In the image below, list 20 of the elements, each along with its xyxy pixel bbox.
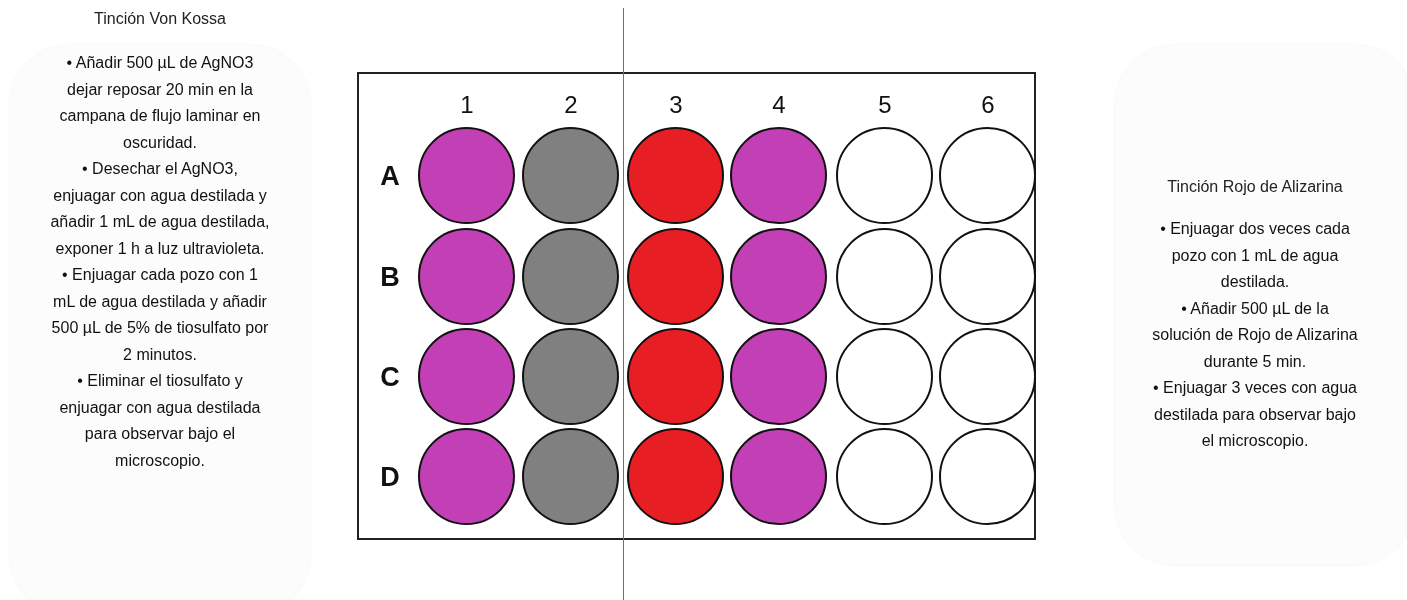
panel-title: Tinción Von Kossa [94,10,226,28]
step-text: • Añadir 500 µL de la solución de Rojo de Alizarina durante 5 min. [1152,298,1358,372]
step-text: • Eliminar el tiosulfato y enjuagar con agua destilada para observar bajo el microscopio. [58,371,262,471]
column-label: 1 [459,92,475,118]
column-label: 6 [980,92,996,118]
row-label: C [379,362,401,392]
well-plate [357,72,1036,540]
column-label: 5 [877,92,893,118]
row-label: B [379,262,401,292]
column-label: 2 [563,92,579,118]
step-text: • Añadir 500 µL de AgNO3 dejar reposar 20 min en la campana de flujo laminar en oscuridad. [58,53,262,153]
step-text: • Desechar el AgNO3, enjuagar con agua destilada y añadir 1 mL de agua destilada, exponer 1 h a luz ultravioleta. [50,159,270,259]
step-text: • Enjuagar dos veces cada pozo con 1 mL de agua destilada. [1159,219,1351,292]
step-text: • Enjuagar 3 veces con agua destilada para observar bajo el microscopio. [1152,378,1358,451]
step-text: • Enjuagar cada pozo con 1 mL de agua destilada y añadir 500 µL de 5% de tiosulfato por 2 minutos. [50,265,270,365]
column-label: 4 [771,92,787,118]
row-label: D [379,462,401,492]
panel-title: Tinción Rojo de Alizarina [1167,178,1343,196]
row-label: A [379,161,401,191]
column-label: 3 [668,92,684,118]
